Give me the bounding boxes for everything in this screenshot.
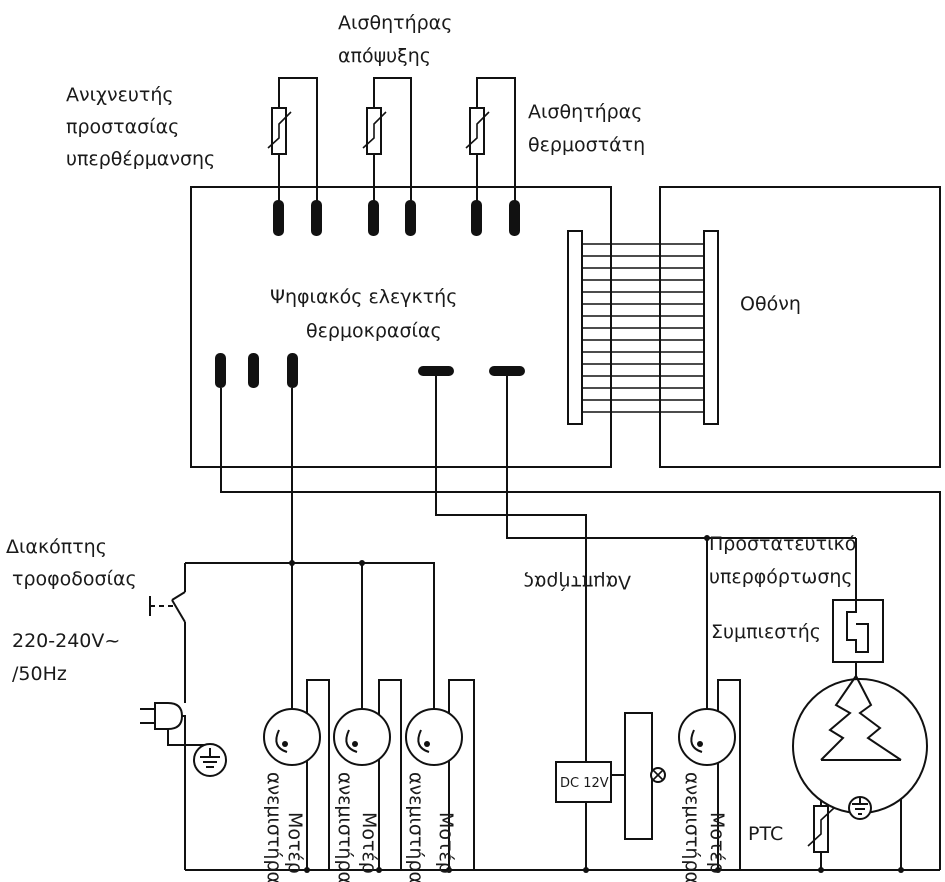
compressor-label: Συμπιεστής xyxy=(711,621,821,643)
lamp-label: Λαμπτήρας xyxy=(523,571,631,593)
fan-motor-1-label-2: ανεμιστήρα xyxy=(263,772,285,882)
lamp-icon xyxy=(624,712,666,840)
defrost-sensor-label-1: Αισθητήρας xyxy=(338,12,452,34)
overheat-sensor xyxy=(267,77,322,236)
overload-protector-label-1: Προστατευτικό xyxy=(709,533,856,555)
fan-motor-3-label-2: ανεμιστήρα xyxy=(405,772,427,882)
fan-motor-4-label-1: Μοτέρ xyxy=(706,812,728,874)
power-switch-label-1: Διακόπτης xyxy=(6,536,107,558)
thermostat-sensor-label-2: θερμοστάτη xyxy=(528,134,645,156)
overheat-detector-label-3: υπερθέρμανσης xyxy=(66,148,215,170)
fan-motor-2-label-2: ανεμιστήρα xyxy=(334,772,356,882)
controller-output-pins xyxy=(215,353,525,388)
ground-icon xyxy=(193,743,227,777)
power-plug-icon xyxy=(140,702,210,746)
display-box xyxy=(659,186,941,468)
overload-protector-label-2: υπερφόρτωσης xyxy=(709,566,853,588)
power-switch xyxy=(149,591,186,634)
fan-motor-4 xyxy=(678,708,736,766)
thermostat-sensor-label-1: Αισθητήρας xyxy=(528,101,642,123)
thermostat-sensor xyxy=(465,77,520,236)
ptc-label: PTC xyxy=(748,823,783,845)
dc-source-label: DC 12V xyxy=(560,776,609,791)
fan-motor-1 xyxy=(263,708,321,766)
controller-box xyxy=(190,186,612,468)
defrost-sensor xyxy=(362,77,416,236)
fan-motor-1-label-1: Μοτέρ xyxy=(284,812,306,874)
ptc-element xyxy=(807,805,835,853)
junction-dots xyxy=(289,535,904,873)
controller-label-1: Ψηφιακός ελεγκτής xyxy=(270,286,457,308)
fan-motor-2-label-1: Μοτέρ xyxy=(358,812,380,874)
power-switch-label-2: τροφοδοσίας xyxy=(12,568,137,590)
ribbon-connector xyxy=(567,230,719,425)
voltage-label-2: /50Hz xyxy=(12,663,67,685)
display-label: Οθόνη xyxy=(740,293,801,315)
fan-motor-3-label-1: Μοτέρ xyxy=(435,812,457,874)
overheat-detector-label-2: προστασίας xyxy=(66,116,179,138)
fan-motor-4-label-2: ανεμιστήρα xyxy=(681,772,703,882)
dc-source-box xyxy=(555,761,612,803)
controller-label-2: θερμοκρασίας xyxy=(306,320,442,342)
fan-motor-3 xyxy=(405,708,463,766)
overload-protector xyxy=(832,599,884,663)
fan-motor-2 xyxy=(333,708,391,766)
overheat-detector-label-1: Ανιχνευτής xyxy=(66,84,174,106)
voltage-label-1: 220-240V~ xyxy=(12,630,120,652)
compressor-icon xyxy=(792,675,928,820)
defrost-sensor-label-2: απόψυξης xyxy=(338,45,431,67)
